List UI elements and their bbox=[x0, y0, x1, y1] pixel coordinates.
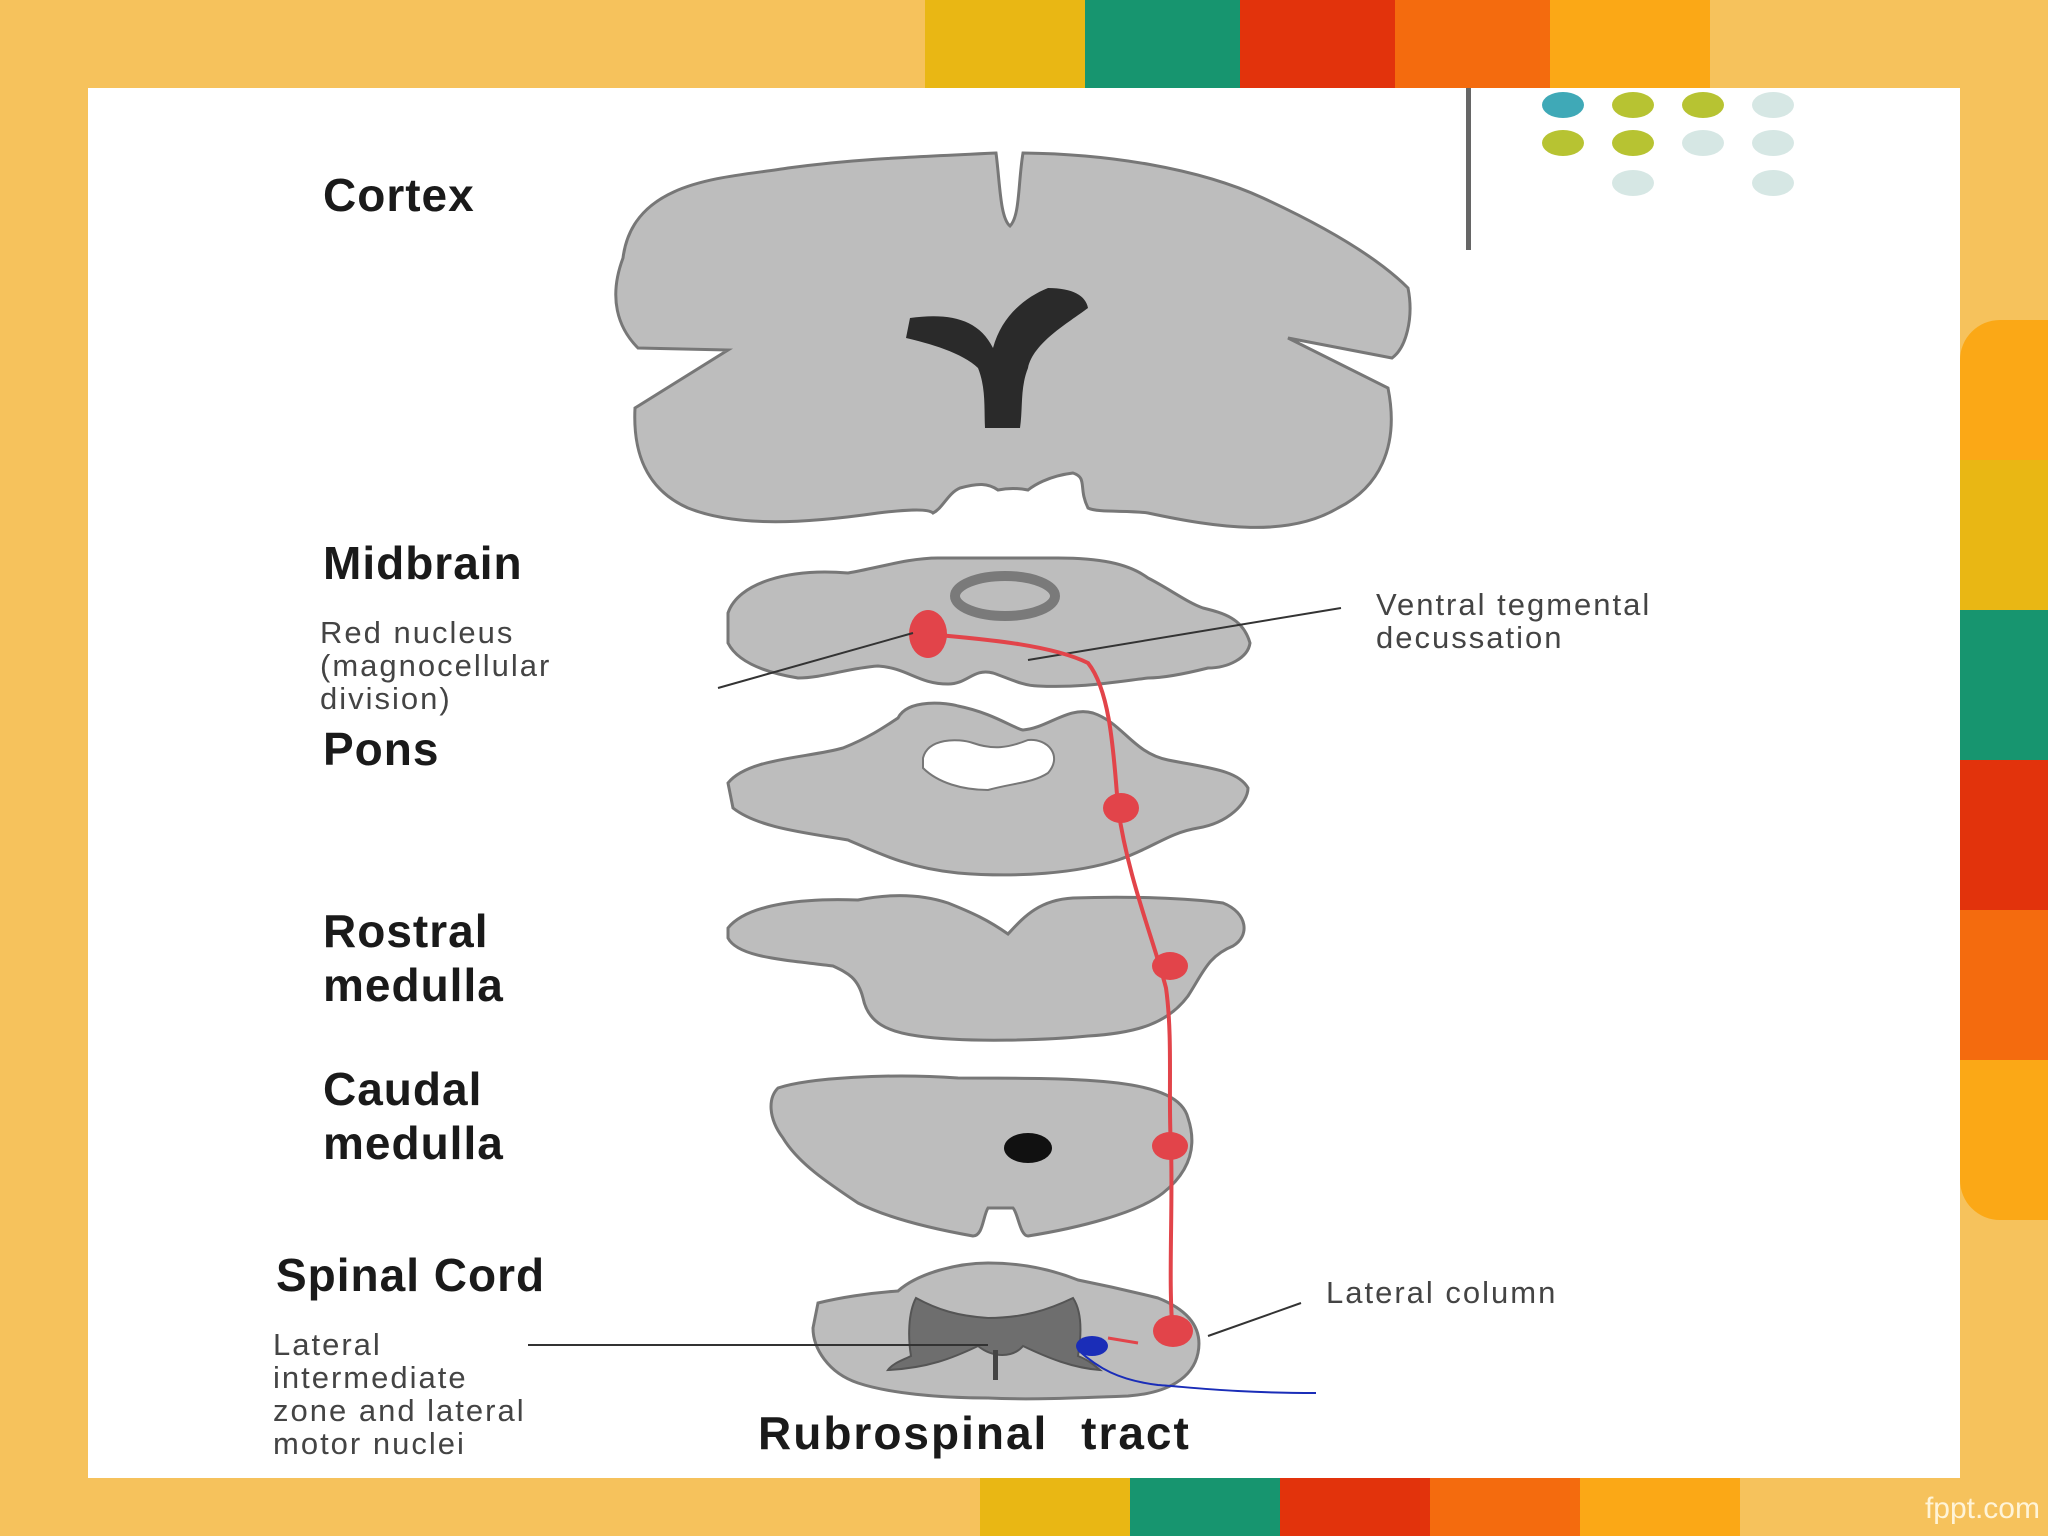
decorative-divider bbox=[1466, 88, 1471, 250]
stripe-right-amber-2 bbox=[1960, 1060, 2048, 1220]
rubrospinal-diagram bbox=[528, 151, 1412, 1401]
label-lateral-zone-line1: Lateral bbox=[273, 1327, 382, 1362]
stripe-bottom-green bbox=[1130, 1478, 1280, 1536]
stripe-top-amber bbox=[1550, 0, 1710, 88]
label-midbrain: Midbrain bbox=[323, 537, 523, 589]
stripe-right-orange bbox=[1960, 910, 2048, 1060]
stripe-top-orange bbox=[1395, 0, 1550, 88]
footer-brand: fppt.com bbox=[1924, 1492, 2040, 1525]
stripe-bottom-orange bbox=[1430, 1478, 1580, 1536]
label-lateral-zone-line2: intermediate bbox=[273, 1360, 468, 1395]
label-caudal-medulla-line1: Caudal bbox=[323, 1063, 483, 1115]
cortex-section bbox=[614, 151, 1412, 529]
stripe-bottom-amber bbox=[1580, 1478, 1740, 1536]
stripe-top-yellow bbox=[925, 0, 1085, 88]
pons-section bbox=[726, 701, 1250, 877]
stripe-right-green bbox=[1960, 610, 2048, 760]
stripe-right-yellow bbox=[1960, 460, 2048, 610]
label-cortex: Cortex bbox=[323, 169, 475, 221]
label-caudal-medulla-line2: medulla bbox=[323, 1117, 504, 1169]
midbrain-section bbox=[717, 556, 1342, 689]
stripe-right-red bbox=[1960, 760, 2048, 910]
label-red-nucleus: Red nucleus (magnocellular division) bbox=[320, 616, 551, 715]
slide-canvas: Cortex Midbrain Red nucleus (magnocellul… bbox=[88, 88, 1960, 1478]
label-red-nucleus-line3: division) bbox=[320, 681, 452, 716]
label-pons: Pons bbox=[323, 723, 440, 775]
rostral-medulla-section bbox=[726, 894, 1246, 1042]
stripe-top-green bbox=[1085, 0, 1240, 88]
stripe-bottom-yellow bbox=[980, 1478, 1130, 1536]
label-rostral-medulla-line2: medulla bbox=[323, 959, 504, 1011]
caudal-medulla-section bbox=[769, 1074, 1194, 1238]
label-rostral-medulla-line1: Rostral bbox=[323, 905, 489, 957]
label-rostral-medulla: Rostral medulla bbox=[323, 904, 504, 1012]
stripe-right-amber bbox=[1960, 320, 2048, 460]
label-lateral-zone: Lateral intermediate zone and lateral mo… bbox=[273, 1328, 526, 1460]
stripe-top-red bbox=[1240, 0, 1395, 88]
rubrospinal-tract-path bbox=[927, 632, 1193, 1347]
label-spinal-cord: Spinal Cord bbox=[276, 1249, 546, 1301]
label-ventral-decussation: Ventral tegmental decussation bbox=[1376, 588, 1651, 654]
label-ventral-decussation-line2: decussation bbox=[1376, 620, 1564, 655]
spinal-cord-section bbox=[528, 1261, 1317, 1401]
label-ventral-decussation-line1: Ventral tegmental bbox=[1376, 587, 1652, 622]
label-lateral-column: Lateral column bbox=[1326, 1275, 1558, 1310]
label-red-nucleus-line2: (magnocellular bbox=[320, 648, 552, 683]
label-red-nucleus-line1: Red nucleus bbox=[320, 615, 515, 650]
label-caudal-medulla: Caudal medulla bbox=[323, 1062, 504, 1170]
stripe-bottom-red bbox=[1280, 1478, 1430, 1536]
label-lateral-zone-line3: zone and lateral bbox=[273, 1393, 526, 1428]
label-lateral-zone-line4: motor nuclei bbox=[273, 1426, 466, 1461]
diagram-title: Rubrospinal tract bbox=[758, 1407, 1191, 1459]
